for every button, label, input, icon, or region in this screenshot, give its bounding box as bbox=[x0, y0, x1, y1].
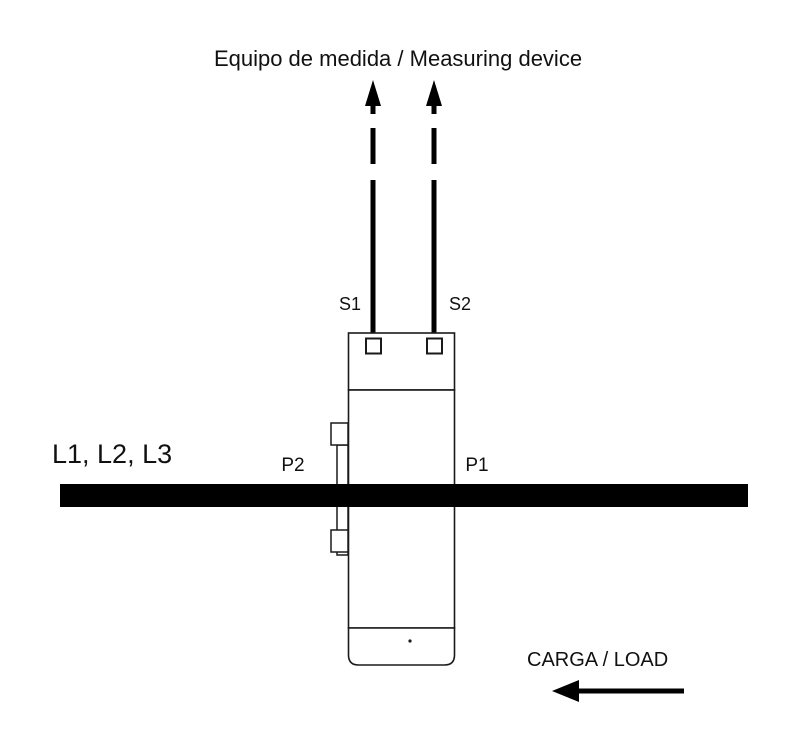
terminal-screw-s1 bbox=[365, 337, 382, 355]
arrow-up-icon bbox=[426, 80, 442, 106]
load-label: CARGA / LOAD bbox=[527, 649, 668, 671]
primary-conductor-bar bbox=[60, 484, 748, 507]
transformer-base bbox=[347, 627, 456, 666]
arrow-left-icon bbox=[552, 680, 579, 702]
phase-lines-label: L1, L2, L3 bbox=[52, 439, 172, 469]
din-clip-bottom bbox=[330, 529, 349, 553]
terminal-label-s2: S2 bbox=[449, 294, 471, 314]
secondary-lead-s1-arrow bbox=[365, 80, 381, 339]
terminal-label-p1: P1 bbox=[465, 455, 488, 476]
terminal-screw-s2 bbox=[426, 337, 443, 355]
diagram-title: Equipo de medida / Measuring device bbox=[214, 46, 582, 71]
din-clip-top bbox=[330, 422, 349, 446]
terminal-label-p2: P2 bbox=[281, 455, 304, 476]
terminal-label-s1: S1 bbox=[339, 294, 361, 314]
arrow-up-icon bbox=[365, 80, 381, 106]
secondary-lead-s2-arrow bbox=[426, 80, 442, 339]
base-dot bbox=[408, 639, 412, 643]
load-direction-arrow bbox=[552, 680, 684, 702]
transformer-body bbox=[347, 389, 456, 629]
